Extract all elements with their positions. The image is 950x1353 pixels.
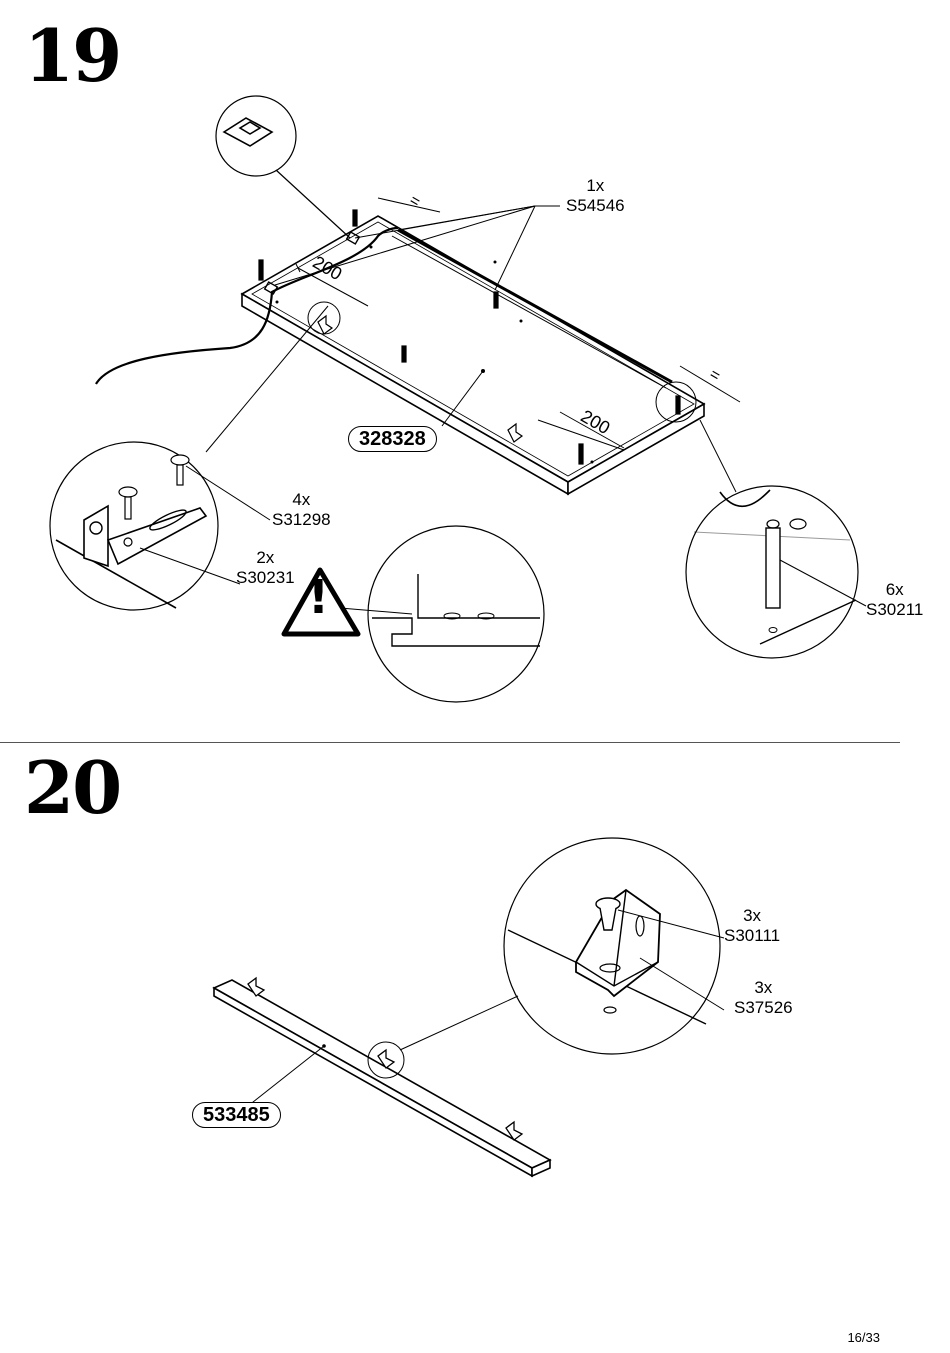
hardware-qty: 2x (256, 548, 275, 567)
hardware-code: S30231 (236, 568, 295, 588)
highlight-circle-1 (307, 301, 341, 335)
hardware-qty: 3x (754, 978, 773, 997)
detail-angle-bracket (399, 837, 725, 1055)
step-20-number: 20 (24, 745, 122, 830)
part-number-328328: 328328 (348, 426, 437, 452)
clip-2 (263, 281, 279, 295)
leader-lines-s54546 (274, 205, 560, 291)
detail-bracket (49, 305, 329, 611)
bracket-2 (507, 422, 524, 443)
hardware-code: S31298 (272, 510, 331, 530)
hardware-label-s30231: 2x S30231 (236, 548, 295, 589)
detail-clip (215, 95, 351, 239)
highlight-circle-2 (655, 381, 697, 423)
warning-exclamation: ! (308, 570, 329, 624)
panel-board (240, 215, 706, 496)
hardware-code: S37526 (734, 998, 793, 1018)
hardware-label-s30211: 6x S30211 (866, 580, 923, 621)
detail-dowel (685, 419, 867, 659)
step-20-drawing (212, 837, 725, 1178)
led-strip (391, 228, 673, 389)
rail-highlight-circle (367, 1041, 405, 1079)
part-number-533485: 533485 (192, 1102, 281, 1128)
rail-board (212, 979, 552, 1178)
hardware-qty: 3x (743, 906, 762, 925)
hardware-code: S54546 (566, 196, 625, 216)
detail-profile (339, 525, 545, 703)
page-number: 16/33 (847, 1330, 880, 1345)
hardware-label-s31298: 4x S31298 (272, 490, 331, 531)
hardware-qty: 4x (292, 490, 311, 509)
hardware-code: S30111 (724, 926, 781, 946)
cable (95, 226, 399, 385)
screw-icon (118, 454, 190, 520)
hardware-qty: 6x (885, 580, 904, 599)
step-19-number: 19 (24, 13, 122, 98)
step-19-drawing (49, 95, 867, 703)
clip-1 (345, 231, 361, 245)
step-divider (0, 742, 900, 743)
hardware-label-s37526: 3x S37526 (734, 978, 793, 1019)
hardware-label-s54546: 1x S54546 (566, 176, 625, 217)
warning-icon (281, 567, 361, 637)
dowels (258, 209, 681, 465)
bracket-1 (317, 314, 334, 335)
hardware-code: S30211 (866, 600, 924, 620)
hardware-label-s30111: 3x S30111 (724, 906, 780, 947)
rail-brackets (247, 976, 524, 1141)
hardware-qty: 1x (586, 176, 605, 195)
